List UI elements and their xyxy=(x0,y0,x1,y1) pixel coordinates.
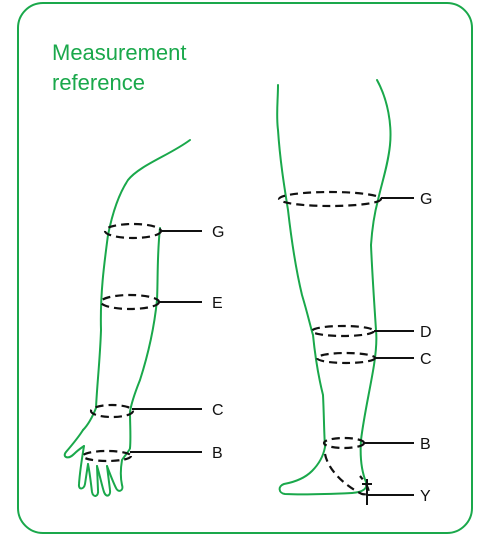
leg-ring-b xyxy=(324,438,364,448)
arm-illustration: G E C B xyxy=(65,140,225,496)
arm-label-g: G xyxy=(212,224,224,241)
arm-label-e: E xyxy=(212,295,223,312)
arm-inner-contour xyxy=(130,228,160,448)
leg-label-y: Y xyxy=(420,488,431,505)
arm-ring-c xyxy=(91,405,133,417)
leg-label-c: C xyxy=(420,351,432,368)
arm-ring-e xyxy=(101,295,159,309)
arm-label-b: B xyxy=(212,445,223,462)
arm-ring-g xyxy=(105,224,161,238)
thumb xyxy=(65,430,84,457)
leg-label-d: D xyxy=(420,324,432,341)
leg-label-b: B xyxy=(420,436,431,453)
leg-label-g: G xyxy=(420,191,432,208)
leg-back-contour xyxy=(277,85,352,494)
leg-ring-d xyxy=(312,326,374,336)
finger-2 xyxy=(88,464,98,496)
leg-ring-c xyxy=(317,353,375,363)
leg-ring-g xyxy=(279,192,381,206)
leg-front-contour xyxy=(352,80,390,493)
leg-illustration: G D C B Y xyxy=(277,80,432,505)
arm-label-c: C xyxy=(212,402,224,419)
finger-4 xyxy=(107,448,130,491)
